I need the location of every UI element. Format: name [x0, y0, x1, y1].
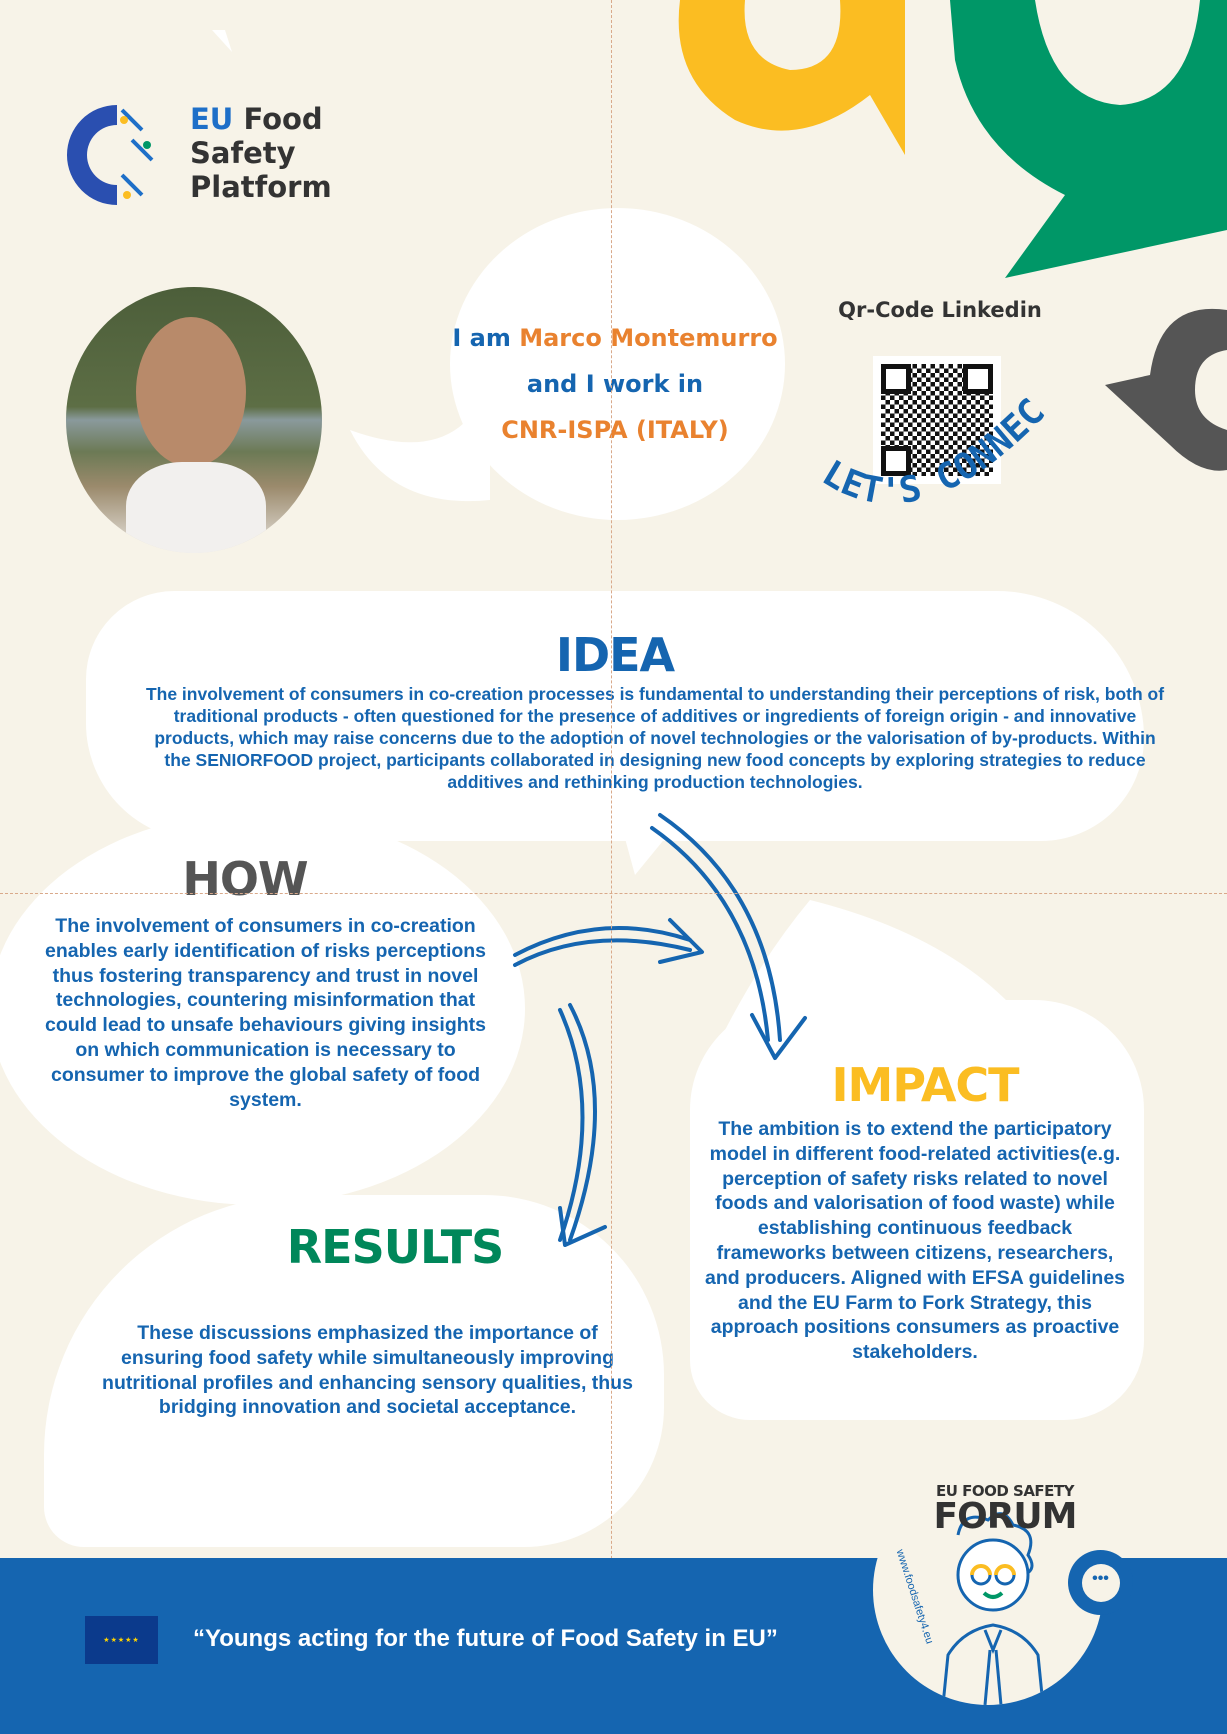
linkedin-qr-code[interactable] — [873, 356, 1001, 484]
organization: CNR-ISPA (ITALY) — [501, 416, 729, 444]
forum-logo-top: EU FOOD SAFETY — [935, 1482, 1075, 1500]
lets-connect-text: LET'S CONNECT! — [800, 380, 1053, 512]
profile-photo — [66, 287, 322, 553]
person-name: Marco Montemurro — [519, 324, 778, 352]
results-body: These discussions emphasized the importa… — [102, 1322, 633, 1419]
guide-line-vertical — [611, 0, 612, 1734]
forum-logo-main: FORUM — [933, 1496, 1078, 1537]
intro-prefix: I am — [452, 324, 511, 352]
qr-title: Qr-Code Linkedin — [838, 298, 1042, 322]
idea-title: IDEA — [555, 628, 675, 682]
decorative-speech-shapes — [212, 0, 1227, 471]
how-speech-bubble — [0, 812, 525, 1205]
footer-quote: “Youngs acting for the future of Food Sa… — [193, 1625, 778, 1652]
how-to-results-arrow — [568, 1003, 597, 1242]
scientist-mascot-icon — [941, 1512, 1045, 1705]
logo-line-1: EU Food — [190, 102, 323, 136]
results-speech-bubble — [44, 1195, 664, 1547]
logo-line-3: Platform — [190, 170, 332, 204]
impact-title: IMPACT — [831, 1058, 1019, 1112]
platform-logo-icon — [66, 105, 154, 205]
how-body: The involvement of consumers in co-creat… — [44, 915, 487, 1111]
intro-text: I am Marco Montemurro and I work in CNR-… — [440, 315, 790, 453]
impact-body: The ambition is to extend the participat… — [705, 1118, 1126, 1364]
how-to-impact-arrow — [513, 938, 692, 967]
idea-body: The involvement of consumers in co-creat… — [145, 684, 1165, 792]
chat-bubble-icon: ••• — [1068, 1550, 1133, 1615]
eu-flag-icon: ★★★★★ — [85, 1616, 158, 1664]
impact-speech-bubble — [690, 1000, 1144, 1420]
intro-speech-bubble — [450, 208, 785, 520]
impact-bubble-top — [720, 900, 1040, 1040]
how-title: HOW — [182, 852, 308, 906]
idea-bubble-tail — [620, 820, 680, 875]
flow-arrows — [513, 813, 807, 1247]
eu-food-safety-platform-logo: EU Food Safety Platform — [62, 100, 332, 210]
results-title: RESULTS — [286, 1220, 505, 1274]
idea-speech-bubble — [86, 591, 1144, 841]
intro-bubble-tail — [350, 380, 490, 502]
intro-line-2: and I work in — [526, 370, 704, 398]
guide-line-horizontal — [0, 893, 1227, 894]
forum-mascot-circle — [873, 1475, 1103, 1705]
idea-to-impact-arrow — [658, 813, 782, 1042]
logo-line-2: Safety — [190, 136, 296, 170]
